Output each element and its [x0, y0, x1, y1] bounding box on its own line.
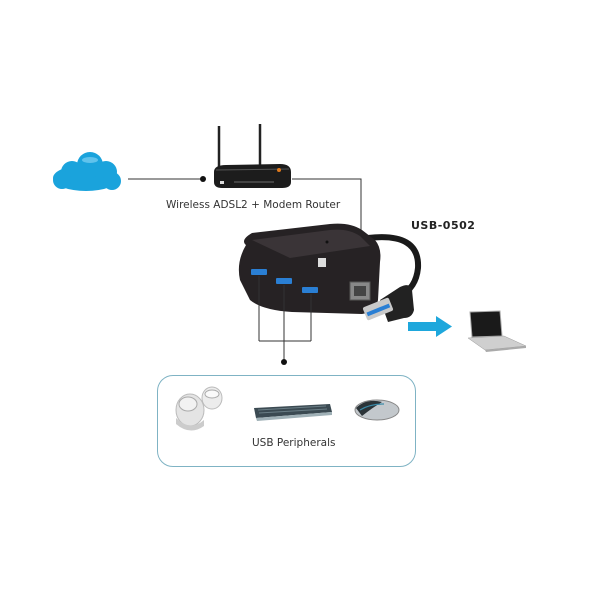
peripherals-box — [157, 375, 416, 467]
connector-dot — [281, 359, 287, 365]
router-label: Wireless ADSL2 + Modem Router — [166, 199, 341, 211]
usb-port-2 — [276, 278, 292, 284]
usb-port-3 — [302, 287, 318, 293]
arrow-right-icon — [408, 316, 452, 337]
cloud-icon — [53, 152, 121, 191]
connector-dot — [200, 176, 206, 182]
usb-port-1 — [251, 269, 267, 275]
usb-hub-icon — [238, 223, 381, 314]
usb-plug-icon — [363, 285, 414, 322]
connector-hub-peripherals — [258, 276, 312, 362]
peripherals-label: USB Peripherals — [252, 437, 336, 449]
hub-model-label: USB-0502 — [411, 219, 476, 232]
router-icon — [214, 124, 291, 188]
laptop-icon — [467, 310, 527, 352]
